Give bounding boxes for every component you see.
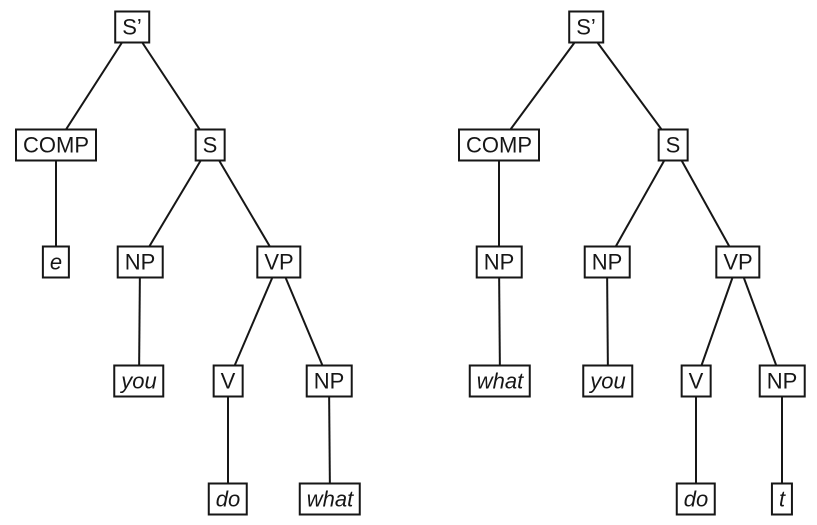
tree-node-right-you: you — [582, 364, 634, 398]
tree-node-left-sbar: S’ — [114, 10, 150, 44]
tree-node-right-s: S — [657, 128, 689, 162]
tree-edge-right-s-vp — [672, 144, 739, 263]
tree-node-right-np3: NP — [758, 364, 806, 398]
tree-edge-left-np1-you — [138, 261, 141, 382]
tree-edge-left-s-vp — [209, 144, 280, 263]
tree-node-left-s: S — [194, 128, 226, 162]
tree-edge-right-np2-you — [606, 261, 609, 382]
tree-edge-left-vp-v — [227, 261, 280, 382]
tree-node-left-v: V — [212, 364, 244, 398]
tree-edge-right-np1-what — [498, 261, 501, 382]
tree-node-right-t: t — [770, 482, 794, 516]
tree-node-right-what: what — [468, 364, 532, 398]
tree-edge-left-np2-what — [328, 380, 331, 500]
tree-node-left-vp: VP — [256, 245, 302, 279]
tree-node-right-np2: NP — [583, 245, 631, 279]
tree-edge-right-vp-np3 — [737, 261, 783, 382]
tree-edge-left-s-np1 — [139, 144, 211, 263]
tree-node-left-comp: COMP — [15, 128, 97, 162]
tree-edge-left-sbar-comp — [55, 26, 133, 146]
tree-node-right-sbar: S’ — [568, 10, 604, 44]
tree-node-left-np2: NP — [305, 364, 353, 398]
tree-node-left-do: do — [207, 482, 249, 516]
tree-edge-right-sbar-comp — [498, 26, 587, 146]
tree-node-left-you: you — [113, 364, 165, 398]
tree-edge-right-vp-v — [695, 261, 739, 382]
tree-node-right-vp: VP — [715, 245, 761, 279]
tree-node-left-np1: NP — [116, 245, 164, 279]
tree-node-right-v: V — [680, 364, 712, 398]
tree-node-right-comp: COMP — [458, 128, 540, 162]
tree-edge-left-vp-np2 — [278, 261, 330, 382]
tree-node-right-np1: NP — [475, 245, 523, 279]
tree-edge-left-sbar-s — [131, 26, 211, 146]
tree-node-left-what: what — [298, 482, 362, 516]
tree-node-left-e: e — [41, 245, 71, 279]
tree-edge-right-sbar-s — [585, 26, 674, 146]
tree-node-right-do: do — [675, 482, 717, 516]
tree-edge-right-s-np2 — [606, 144, 674, 263]
